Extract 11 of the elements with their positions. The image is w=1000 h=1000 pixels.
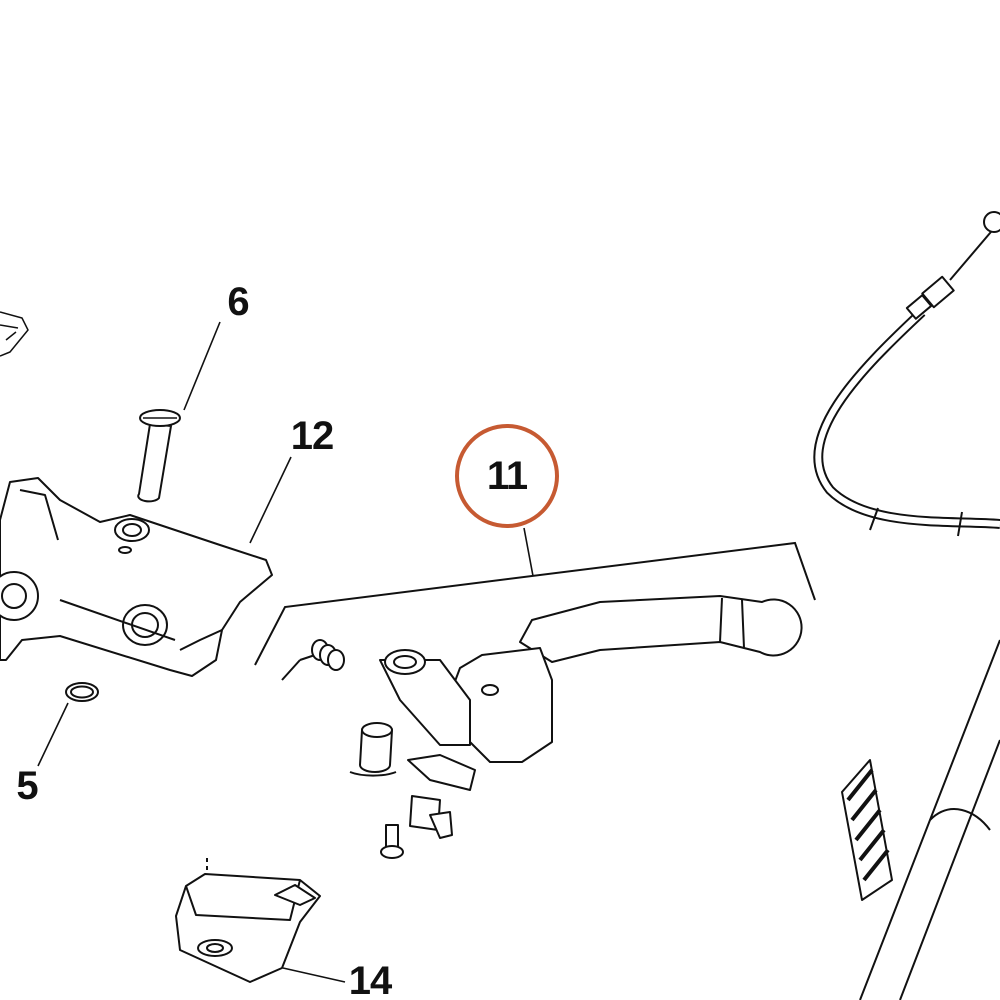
callout-number: 5 xyxy=(16,766,38,806)
callout-number: 12 xyxy=(290,416,334,456)
callout-number: 11 xyxy=(486,456,528,496)
leader-line xyxy=(183,322,221,410)
leader-line xyxy=(249,456,292,544)
leader-line xyxy=(37,702,69,766)
leader-line xyxy=(523,528,534,576)
leader-line xyxy=(282,967,346,983)
callout-number: 6 xyxy=(227,282,249,322)
callout-number: 14 xyxy=(348,961,392,1000)
callout-circle xyxy=(455,424,559,528)
